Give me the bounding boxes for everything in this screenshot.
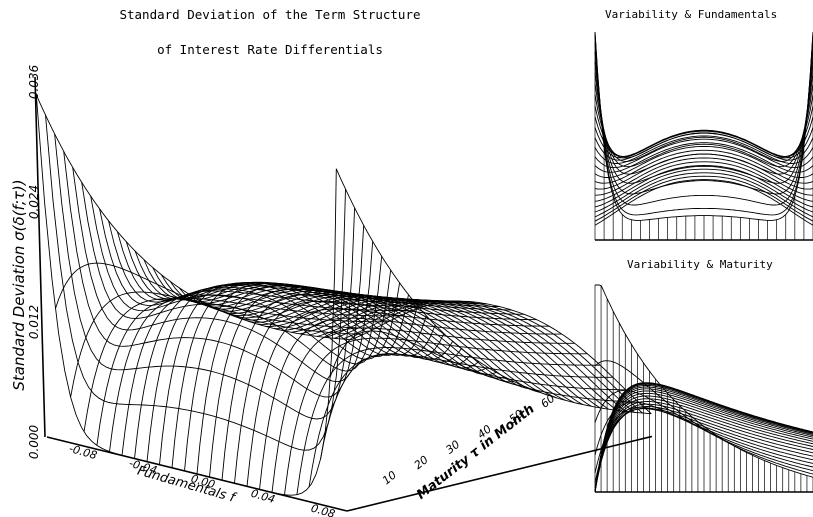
main-title-line2: of Interest Rate Differentials [157, 42, 383, 57]
f-tick-label: 0.08 [309, 502, 336, 517]
fundamentals-curve [594, 149, 813, 184]
surface-f-line [54, 262, 364, 335]
surface-f-line [70, 291, 376, 398]
z-axis [34, 76, 46, 438]
fundamentals-curve [594, 51, 813, 184]
fundamentals-curve [594, 145, 813, 178]
fundamentals-curve [594, 116, 813, 157]
z-axis-title: Standard Deviation σ(δ(f;τ)) [10, 179, 28, 390]
f-axis [46, 436, 348, 512]
surface-f-line [96, 297, 401, 446]
surface-f-line [259, 317, 562, 490]
fundamentals-curve [594, 138, 813, 169]
f-tick-label: 0.04 [249, 487, 276, 506]
fundamentals-curve [594, 165, 813, 208]
fundamentals-curve [594, 142, 813, 173]
fundamentals-curve [594, 179, 813, 226]
fundamentals-curve [594, 35, 813, 206]
surface-mesh [35, 94, 652, 496]
surface-f-line [271, 327, 575, 493]
surface-f-line [209, 288, 512, 478]
surface-f-line [234, 300, 537, 484]
fundamentals-curve [594, 172, 813, 218]
fundamentals-curve [594, 31, 813, 216]
surface-f-line [121, 290, 425, 456]
fundamentals-curve [594, 153, 813, 190]
z-tick-label: 0.024 [27, 185, 41, 219]
fundamentals-curve [594, 161, 813, 202]
fundamentals-curve [594, 132, 813, 161]
surface-f-line [109, 294, 413, 452]
surface-f-line [320, 353, 626, 459]
surface-f-line [134, 286, 437, 459]
fundamentals-curve [594, 127, 813, 159]
surface-f-line [329, 330, 639, 403]
surface-f-line [196, 285, 500, 475]
surface-f-line [284, 337, 588, 495]
fundamentals-curve [594, 83, 813, 162]
z-tick-label: 0.036 [27, 64, 41, 99]
panel-title-fundamentals: Variability & Fundamentals [605, 8, 778, 21]
z-tick-label: 0.000 [27, 424, 41, 459]
surface-f-line [246, 308, 550, 487]
surface-f-line [335, 168, 652, 415]
fundamentals-curve [594, 135, 813, 164]
main-title-line1: Standard Deviation of the Term Structure [119, 7, 421, 22]
surface-f-line [308, 353, 613, 488]
surface-f-line [221, 294, 525, 481]
fundamentals-curve [594, 175, 813, 222]
surface-f-line [184, 282, 487, 471]
fundamentals-curve [594, 157, 813, 196]
z-tick-label: 0.012 [27, 305, 41, 339]
panel-title-maturity: Variability & Maturity [627, 258, 773, 271]
f-tick-label: 0.00 [189, 472, 216, 491]
fundamentals-curve [594, 42, 813, 195]
fundamentals-curve [594, 168, 813, 213]
surface-f-line [296, 347, 601, 495]
